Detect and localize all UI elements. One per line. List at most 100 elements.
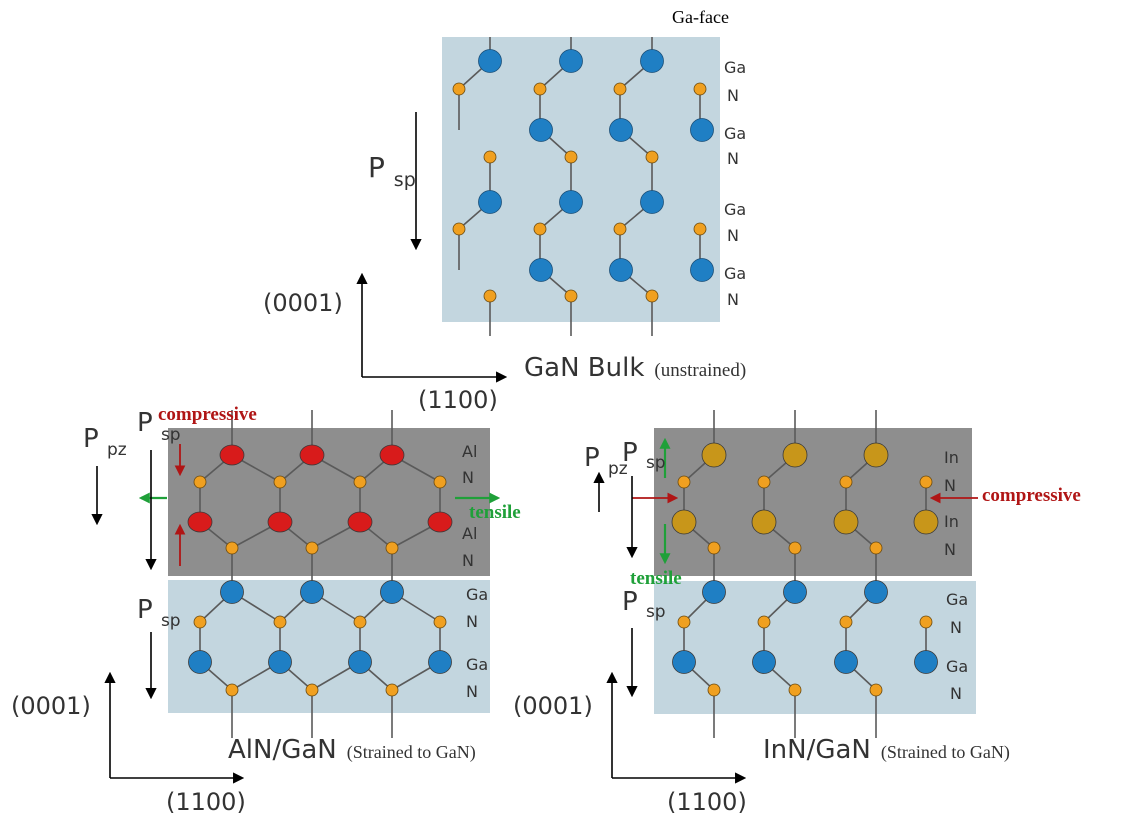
al-atom	[267, 511, 293, 533]
layer-label-anion: N	[944, 476, 956, 495]
n-atom	[677, 615, 691, 629]
gan-substrate-left	[168, 580, 490, 713]
ga-atom	[690, 118, 714, 142]
n-atom	[305, 541, 319, 555]
right-ppz-label: P pz	[584, 443, 628, 479]
n-atom	[839, 615, 853, 629]
atoms	[187, 444, 453, 697]
layer-label-anion: N	[462, 551, 474, 570]
layer-label-anion: N	[727, 149, 739, 168]
n-atom	[757, 475, 771, 489]
n-atom	[273, 615, 287, 629]
n-atom	[385, 541, 399, 555]
n-atom	[919, 615, 933, 629]
psp-sub: sp	[394, 169, 416, 191]
layer-label-cation: Ga	[724, 200, 746, 219]
gan-bulk-panel	[442, 37, 720, 336]
n-atom	[225, 683, 239, 697]
in-atom	[751, 509, 777, 535]
in-atom	[701, 442, 727, 468]
aln-gan-lattice	[187, 410, 453, 738]
gan-bulk-lattice	[452, 37, 714, 336]
n-atom	[757, 615, 771, 629]
right-axis-vertical-label: (0001)	[513, 692, 593, 720]
right-axis-horizontal-label: (1100)	[667, 788, 747, 816]
left-axis-horizontal-label: (1100)	[166, 788, 246, 816]
n-atom	[533, 222, 547, 236]
layer-label-anion: N	[466, 612, 478, 631]
ga-atom	[478, 190, 502, 214]
n-atom	[353, 475, 367, 489]
layer-label-anion: N	[944, 540, 956, 559]
al-atom	[299, 444, 325, 466]
n-atom	[385, 683, 399, 697]
al-atom	[187, 511, 213, 533]
n-atom	[839, 475, 853, 489]
n-atom	[693, 82, 707, 96]
ga-atom	[834, 650, 858, 674]
layer-label-cation: Ga	[724, 264, 746, 283]
ga-atom	[640, 49, 664, 73]
inn-layer-labels: In N In N Ga N Ga N	[944, 448, 968, 703]
ga-atom	[752, 650, 776, 674]
left-axis-vertical-label: (0001)	[11, 692, 91, 720]
layer-label-cation: Ga	[724, 124, 746, 143]
atoms	[452, 49, 714, 303]
right-axes: (0001) (1100)	[513, 671, 747, 816]
in-atom	[863, 442, 889, 468]
left-compressive-label: compressive	[158, 404, 257, 425]
layer-label-anion: N	[950, 618, 962, 637]
left-tensile-label: tensile	[469, 502, 521, 523]
layer-label-cation: Ga	[466, 655, 488, 674]
ga-atom	[609, 118, 633, 142]
ga-atom	[559, 49, 583, 73]
al-atom	[347, 511, 373, 533]
gan-bulk-title: GaN Bulk (unstrained)	[524, 353, 746, 383]
ga-atom	[559, 190, 583, 214]
inn-gan-panel	[654, 410, 976, 738]
ga-face-label: Ga-face	[672, 7, 729, 27]
left-psp-bottom-label: P sp	[137, 595, 181, 631]
ga-atom	[672, 650, 696, 674]
ga-atom	[478, 49, 502, 73]
n-atom	[452, 222, 466, 236]
right-psp-bottom-label: P sp	[622, 587, 666, 622]
n-atom	[613, 82, 627, 96]
top-axis-vertical-label: (0001)	[263, 289, 343, 317]
n-atom	[869, 683, 883, 697]
n-atom	[193, 475, 207, 489]
inn-gan-lattice	[671, 410, 939, 738]
ga-atom	[864, 580, 888, 604]
in-atom	[782, 442, 808, 468]
left-axes: (0001) (1100)	[11, 671, 246, 816]
right-psp-top-label: P sp	[622, 438, 666, 473]
layer-label-cation: Ga	[946, 657, 968, 676]
ga-atom	[702, 580, 726, 604]
n-atom	[225, 541, 239, 555]
layer-label-anion: N	[727, 226, 739, 245]
ga-atom	[428, 650, 452, 674]
ga-atom	[640, 190, 664, 214]
n-atom	[483, 289, 497, 303]
layer-label-cation: Ga	[946, 590, 968, 609]
layer-label-cation: Al	[462, 524, 477, 543]
ga-atom	[690, 258, 714, 282]
ga-atom	[380, 580, 404, 604]
layer-label-cation: Al	[462, 442, 477, 461]
ga-atom	[783, 580, 807, 604]
ga-atom	[268, 650, 292, 674]
n-atom	[707, 541, 721, 555]
n-atom	[433, 615, 447, 629]
ga-atom	[188, 650, 212, 674]
n-atom	[677, 475, 691, 489]
n-atom	[645, 150, 659, 164]
atoms	[671, 442, 939, 697]
n-atom	[353, 615, 367, 629]
n-atom	[193, 615, 207, 629]
inn-gan-title: InN/GaN (Strained to GaN)	[763, 735, 1010, 765]
inn-layer	[654, 428, 972, 576]
top-axes: (0001) (1100)	[263, 272, 508, 414]
ga-atom	[220, 580, 244, 604]
n-atom	[707, 683, 721, 697]
n-atom	[273, 475, 287, 489]
